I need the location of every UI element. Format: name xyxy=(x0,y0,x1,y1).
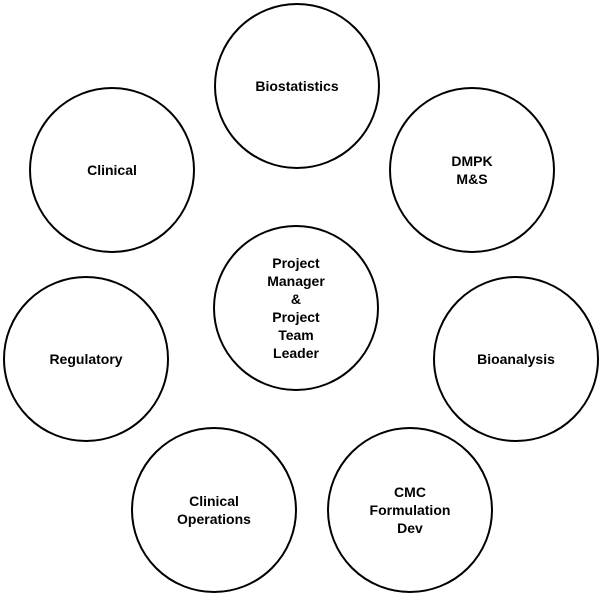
node-project-manager: Project Manager & Project Team Leader xyxy=(213,225,379,391)
node-biostatistics: Biostatistics xyxy=(214,3,380,169)
node-clinical-operations: Clinical Operations xyxy=(131,427,297,593)
node-bioanalysis: Bioanalysis xyxy=(433,276,599,442)
node-dmpk: DMPK M&S xyxy=(389,87,555,253)
node-cmc-formulation-dev: CMC Formulation Dev xyxy=(327,427,493,593)
node-clinical: Clinical xyxy=(29,87,195,253)
node-regulatory: Regulatory xyxy=(3,276,169,442)
